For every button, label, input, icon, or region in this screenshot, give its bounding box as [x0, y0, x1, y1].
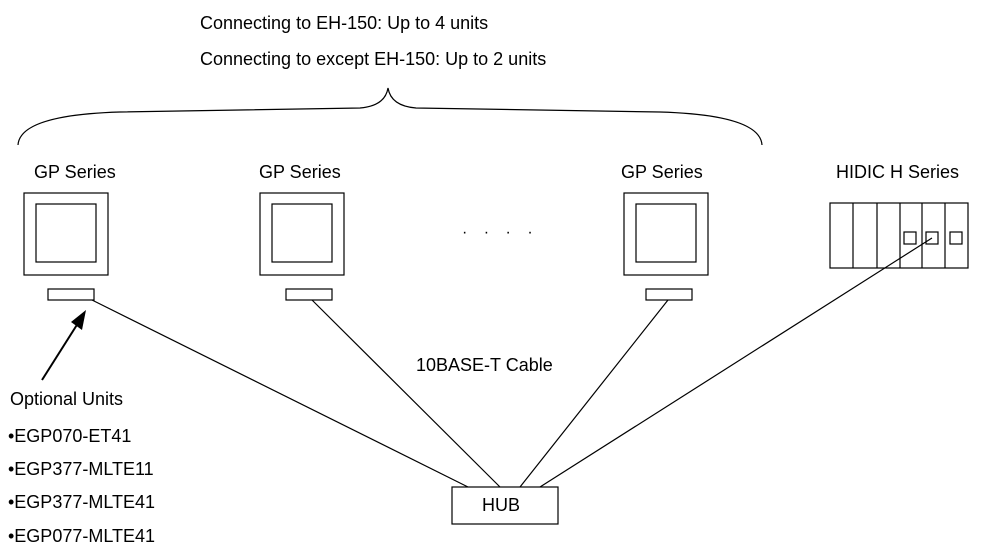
- hub-box: [451, 486, 559, 525]
- gp-unit-2: [259, 192, 345, 301]
- gp-series-label-1: GP Series: [34, 162, 116, 182]
- heading-line-1: Connecting to EH-150: Up to 4 units: [200, 13, 489, 33]
- gp-series-label-3: GP Series: [621, 162, 703, 182]
- hub-label: HUB: [482, 495, 521, 515]
- optional-unit-item: •EGP377-MLTE41: [8, 492, 156, 512]
- cable-gp3: [519, 299, 669, 488]
- cables: [91, 237, 933, 488]
- cable-gp2: [311, 299, 501, 488]
- optional-units-title: Optional Units: [10, 389, 124, 409]
- more-units-ellipsis: · · · ·: [462, 224, 539, 241]
- optional-unit-item: •EGP070-ET41: [8, 426, 132, 446]
- optional-unit-item: •EGP077-MLTE41: [8, 526, 156, 546]
- cable-plc: [539, 237, 933, 488]
- cable-gp1: [91, 299, 469, 488]
- heading-line-2: Connecting to except EH-150: Up to 2 uni…: [200, 49, 547, 69]
- optional-unit-item: •EGP377-MLTE11: [8, 459, 154, 479]
- gp-series-label-2: GP Series: [259, 162, 341, 182]
- gp-unit-1: [23, 192, 109, 301]
- grouping-brace: [17, 87, 763, 146]
- optional-unit-arrow: [41, 310, 86, 381]
- gp-unit-3: [623, 192, 709, 301]
- cable-label: 10BASE-T Cable: [416, 355, 553, 375]
- plc-rack: [829, 202, 969, 269]
- hidic-label: HIDIC H Series: [836, 162, 960, 182]
